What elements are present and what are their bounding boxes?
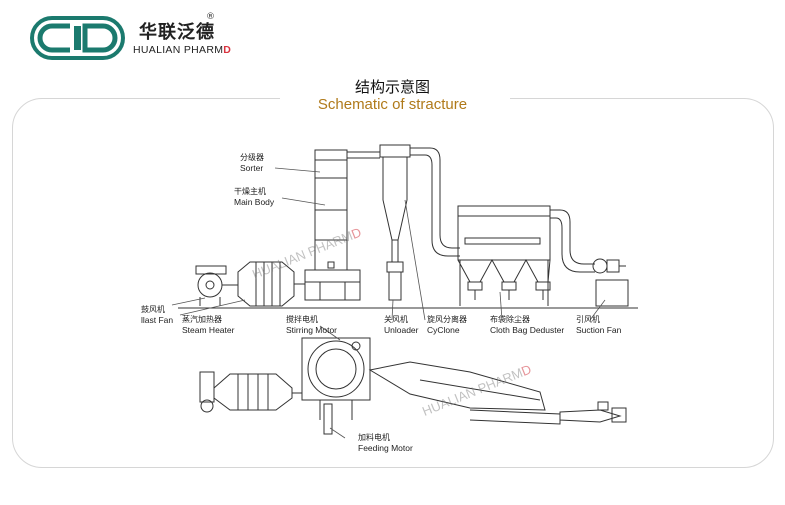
lower-dryer-drum — [301, 337, 561, 435]
steam-heater — [237, 261, 305, 307]
cyclone — [379, 144, 460, 301]
title-gap — [280, 86, 510, 110]
lower-unloader — [559, 401, 627, 423]
page-title-en: Schematic of stracture — [317, 96, 468, 113]
brand-name-en-main: HUALIAN PHARM — [133, 44, 224, 56]
lower-heater — [199, 371, 302, 413]
leader-lines — [171, 167, 606, 439]
blast-fan — [195, 265, 238, 306]
registered-mark: ® — [206, 12, 215, 22]
brand-name-cn: 华联泛德 — [139, 22, 215, 43]
page-title-cn: 结构示意图 — [354, 78, 430, 96]
brand-name-en: HUALIAN PHARMD — [133, 44, 231, 56]
cloth-bag-deduster — [457, 205, 595, 306]
suction-fan — [592, 258, 629, 307]
main-body-tower — [304, 149, 380, 301]
brand-name-en-last: D — [223, 44, 232, 56]
company-logo — [30, 16, 125, 60]
